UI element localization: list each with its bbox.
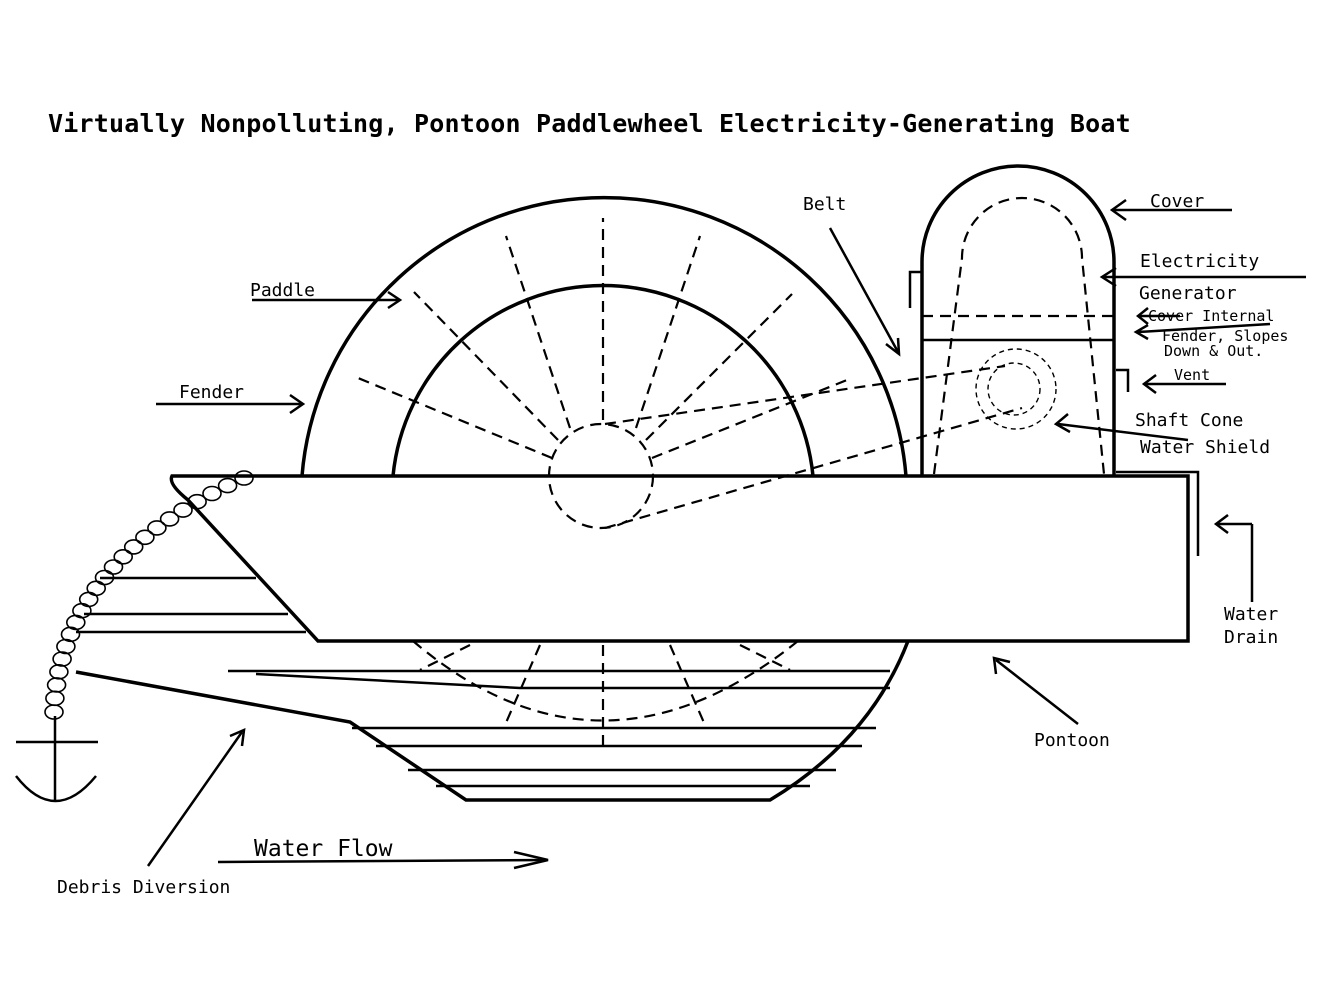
generator-pulley-inner [987,362,1041,416]
generator-outline [932,196,1106,475]
chain-link [113,548,133,565]
anchor-icon [15,716,98,803]
label-water-shield: Water Shield [1140,437,1271,458]
chain-link [45,690,65,707]
chain-link [56,638,76,655]
label-paddle: Paddle [250,280,316,301]
chain-link [217,477,238,494]
label-water: Water [1224,604,1279,625]
anchor-chain [44,470,254,720]
debris-diversion-hull [75,640,910,802]
pontoon-body [169,474,1190,643]
water-drain-pipe [1116,470,1200,556]
vent-left [908,270,922,308]
chain-link [234,470,254,486]
outer-fender-arc [300,195,908,477]
chain-link [46,677,67,693]
label-electricity: Electricity [1140,251,1260,272]
paddle-spokes [357,218,853,745]
chain-link [49,663,69,680]
label-fender-slopes: Fender, Slopes [1162,327,1289,345]
generator-pulley [975,348,1057,430]
label-generator: Generator [1139,283,1237,304]
label-debris-diversion: Debris Diversion [57,877,231,898]
label-belt: Belt [803,194,847,215]
chain-link [202,485,222,502]
chain-link [103,559,124,575]
label-down-out: Down & Out. [1164,342,1264,360]
chain-link [52,651,72,667]
generator-cover [920,164,1116,476]
label-drain: Drain [1224,627,1279,648]
label-arrows [146,198,1306,870]
label-cover: Cover [1150,191,1205,212]
diagram-title: Virtually Nonpolluting, Pontoon Paddlewh… [48,109,1131,138]
label-water-flow: Water Flow [254,836,393,862]
bow-hatching [76,576,306,634]
chain-link [159,511,180,527]
label-pontoon: Pontoon [1034,730,1110,751]
label-cover-internal: Cover Internal [1148,307,1275,325]
label-shaft-cone: Shaft Cone [1135,410,1244,431]
chain-link [135,529,155,546]
label-vent: Vent [1174,366,1211,384]
intake-wedge [228,669,890,690]
chain-link [187,493,207,510]
chain-link [123,539,144,555]
belt [604,364,1023,530]
label-fender: Fender [179,382,245,403]
chain-link [173,502,193,518]
chain-link [147,520,167,536]
vent-right [1116,368,1130,392]
hull-hatching [352,726,876,788]
